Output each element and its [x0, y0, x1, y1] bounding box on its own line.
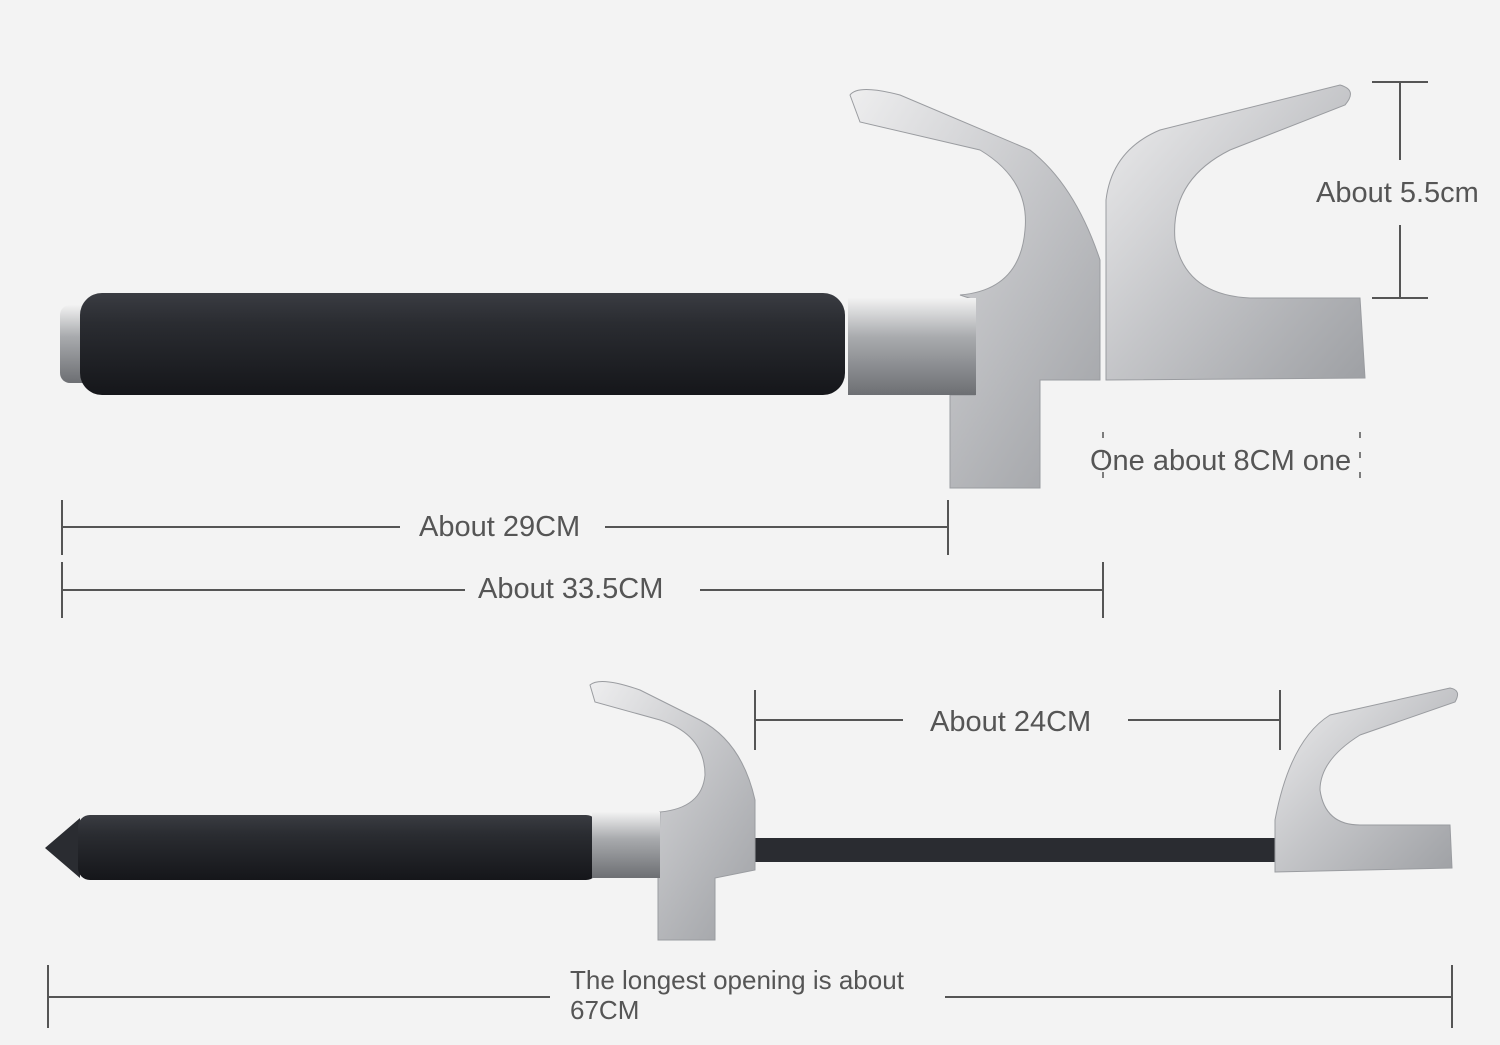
- label-longest-opening-line1: The longest opening is about: [570, 965, 904, 995]
- dim-line-5-5cm: [1372, 81, 1428, 299]
- dim-line-33-5cm: [61, 562, 1104, 618]
- dim-line-24cm: [754, 690, 1281, 750]
- left-jaw: [849, 89, 1101, 489]
- right-jaw: [1274, 687, 1459, 873]
- dimension-lines: [47, 81, 1453, 1028]
- handle: [80, 293, 845, 395]
- dim-line-29cm: [61, 500, 949, 555]
- dim-line-67cm: [47, 965, 1453, 1028]
- label-longest-opening: The longest opening is about 67CM: [570, 965, 904, 1025]
- label-handle-length: About 29CM: [419, 511, 581, 543]
- label-longest-opening-line2: 67CM: [570, 995, 640, 1025]
- rod: [755, 838, 1280, 862]
- label-closed-length: About 33.5CM: [478, 573, 664, 605]
- left-jaw: [589, 680, 756, 941]
- label-jaw-width: One about 8CM one: [1090, 445, 1352, 477]
- closed-lock-image: [60, 84, 1366, 489]
- collar: [592, 812, 660, 878]
- breaker-tip: [45, 818, 80, 878]
- collar: [848, 298, 976, 395]
- extended-lock-image: [45, 680, 1459, 941]
- label-jaw-height: About 5.5cm: [1316, 177, 1479, 209]
- label-opening: About 24CM: [930, 706, 1092, 738]
- handle: [78, 815, 598, 880]
- right-jaw: [1105, 84, 1366, 381]
